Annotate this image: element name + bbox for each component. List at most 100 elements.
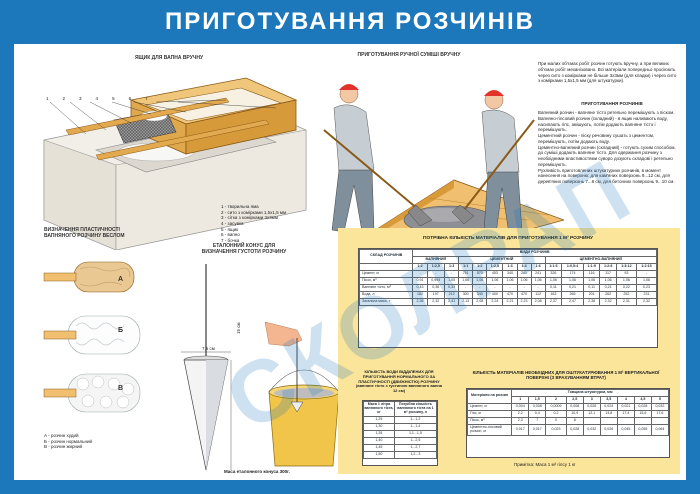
table-cell: 2,08	[530, 297, 546, 306]
table-cell: 1...2,5	[393, 436, 438, 445]
empty-cell	[358, 262, 414, 271]
table-cell: 2,21	[502, 297, 518, 306]
workers-caption: ПРИГОТУВАННЯ РУЧНОЇ СУМІШІ ВРУЧНУ	[357, 52, 461, 58]
row-name: Пісок, м³	[466, 416, 513, 425]
box-numbers: 1 2 3 4 5 6 7	[46, 96, 206, 102]
intro-text: При малих об'ємах робіт розчин готують в…	[538, 61, 677, 84]
row-name: Цемент, кг	[466, 402, 513, 411]
table-cell: 201	[582, 290, 601, 299]
plasticity-caption: ВИЗНАЧЕННЯ ПЛАСТИЧНОСТІ ВАПНЯНОГО РОЗЧИН…	[44, 227, 125, 239]
table-cell: 1,30	[363, 422, 395, 431]
table-cell: 0,028	[633, 402, 652, 411]
row-header-cell: СКЛАД РОЗЧИНІВ	[358, 249, 414, 264]
box-legend: 1 - творильна яма 2 - сито з комірками 1…	[221, 204, 286, 243]
paddle-label-a: А	[118, 276, 124, 283]
table-cell: -	[444, 269, 460, 278]
table-cell: 13,8	[599, 409, 618, 418]
table-cell: 1,25	[363, 415, 395, 424]
plaster-table: Матеріали на розчин Товщина штукатурки, …	[466, 389, 670, 436]
table-cell	[633, 416, 652, 425]
ratio-cell: 1:2	[412, 262, 428, 271]
process-text: Вапняний розчин - вапняне тісто ретельно…	[538, 110, 680, 185]
table-cell: 197	[426, 290, 446, 299]
table-cell: -	[502, 283, 518, 292]
legend-item: 5 - ящик	[221, 226, 239, 232]
table-cell: 17,4	[616, 409, 635, 418]
text-paragraph: Вапняно-гіпсовий розчин (складний) - в я…	[538, 115, 668, 133]
row-name: Пісок, м³	[358, 276, 414, 285]
table-cell: 17,6	[650, 409, 670, 418]
materials-table: СКЛАД РОЗЧИНІВ ВИДИ РОЗЧИНІВ ВАПНЯНИЙ ЦЕ…	[358, 249, 658, 306]
table-cell: 0,023	[545, 423, 567, 436]
table-cell: 10,9	[565, 409, 584, 418]
table-cell: 252	[615, 290, 637, 299]
row-name: Цемент, кг	[358, 269, 414, 278]
table-cell: 1,40	[363, 436, 395, 445]
group-cement-lime: ЦЕМЕНТНО-ВАПНЯНИЙ	[544, 255, 658, 264]
group-cement: ЦЕМЕНТНИЙ	[458, 255, 546, 264]
table-cell: 1...2,7	[393, 443, 438, 452]
thickness-cell: 2,5	[565, 395, 584, 404]
table-cell: 7	[528, 416, 547, 425]
table-cell: 0,045	[616, 423, 635, 436]
table-cell: 2,36	[412, 297, 428, 306]
table-cell: -	[472, 283, 488, 292]
table-cell: 0,032	[582, 423, 601, 436]
table-cell: 0,0009	[545, 402, 567, 411]
table-cell: 0,008	[565, 402, 584, 411]
ratio-cell: 1:2	[472, 262, 488, 271]
table-cell: 163	[544, 290, 563, 299]
cone-dim-height: 15 см	[236, 322, 241, 334]
legend-item: 4 - засувка	[221, 220, 244, 226]
table-cell: 15,6	[633, 409, 652, 418]
col-header-cell: ВИДИ РОЗЧИНІВ	[412, 249, 657, 257]
table-cell: -	[426, 269, 446, 278]
main-table-title: ПОТРІБНА КІЛЬКІСТЬ МАТЕРІАЛІВ ДЛЯ ПРИГОТ…	[423, 236, 593, 241]
table-cell: 0,11	[544, 283, 563, 292]
table-cell: 2,2	[511, 409, 530, 418]
table-cell: 1,06	[502, 276, 518, 285]
ratio-cell: 1:2:8	[599, 262, 617, 271]
table-cell: 0,055	[633, 423, 652, 436]
text-heading: ПРИГОТУВАННЯ РОЗЧИНІВ	[581, 101, 643, 106]
table-cell: 2,08	[472, 297, 488, 306]
ratio-cell: 1:4	[516, 262, 532, 271]
table-cell: 326	[544, 269, 563, 278]
table-cell: 231	[635, 290, 658, 299]
table-cell: 2,23	[516, 297, 532, 306]
table-cell: 1,06	[561, 276, 584, 285]
table-cell: 116	[582, 269, 601, 278]
cone-dim-diameter: 7,5 см	[202, 346, 215, 351]
table-cell: 2,31	[615, 297, 637, 306]
table-cell: 174	[561, 269, 584, 278]
water-table-box: Маса 1 літра вапняного тіста, кг Потрібн…	[362, 400, 438, 466]
cone-mass-note: Маса еталонного конуса 300г.	[224, 469, 290, 474]
row-name: Вода, л	[358, 290, 414, 299]
table-cell: 0,22	[615, 283, 637, 292]
plaster-col-header: Товщина штукатурки, мм	[511, 389, 669, 397]
table-cell: 2,24	[486, 297, 504, 306]
plaster-row-header: Матеріали на розчин	[466, 389, 513, 404]
water-header-2: Потрібна кількість вапняного тіста на 1 …	[393, 401, 438, 417]
water-table-title: КІЛЬКІСТЬ ВОДИ ВІДДІЛЕНИХ ДЛЯ ПРИГОТУВАН…	[355, 369, 443, 394]
table-cell: 0,4	[528, 409, 547, 418]
table-cell: 2,32	[635, 297, 658, 306]
table-cell: 453	[486, 269, 504, 278]
row-name: Вапняне тісто, м³	[358, 283, 414, 292]
thickness-cell: 3,5	[599, 395, 618, 404]
table-cell: 182	[412, 290, 428, 299]
table-cell: -	[530, 283, 546, 292]
num-1: 1	[46, 96, 49, 101]
table-cell: 0,064	[650, 423, 670, 436]
table-cell: 2,38	[582, 297, 601, 306]
ratio-cell: 1:6	[530, 262, 546, 271]
table-cell: 1,06	[599, 276, 617, 285]
